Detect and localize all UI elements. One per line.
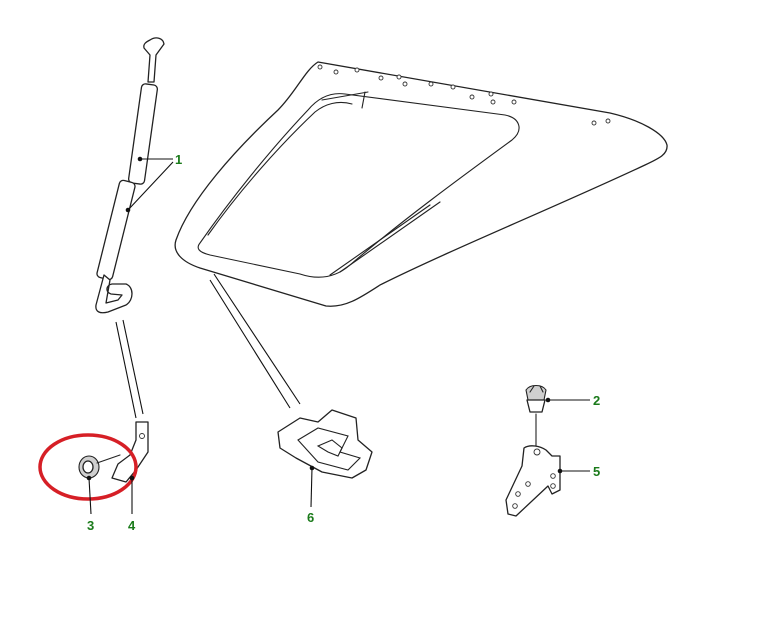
stay-holder-clip bbox=[277, 409, 373, 479]
mounting-bracket bbox=[505, 445, 561, 517]
assembly-lines bbox=[115, 273, 301, 419]
callout-labels: 1 2 3 4 5 6 bbox=[87, 152, 600, 533]
callout-3: 3 bbox=[87, 518, 94, 533]
hood-holes bbox=[317, 64, 611, 126]
callout-leaders bbox=[86, 156, 590, 515]
callout-5: 5 bbox=[593, 464, 600, 479]
stay-bracket bbox=[111, 421, 149, 483]
hood-stay-rod bbox=[95, 37, 165, 314]
callout-1: 1 bbox=[175, 152, 182, 167]
callout-6: 6 bbox=[307, 510, 314, 525]
highlight-circle bbox=[38, 433, 138, 501]
plastic-clip bbox=[525, 384, 547, 449]
callout-2: 2 bbox=[593, 393, 600, 408]
callout-4: 4 bbox=[128, 518, 136, 533]
hood-panel bbox=[174, 61, 668, 307]
